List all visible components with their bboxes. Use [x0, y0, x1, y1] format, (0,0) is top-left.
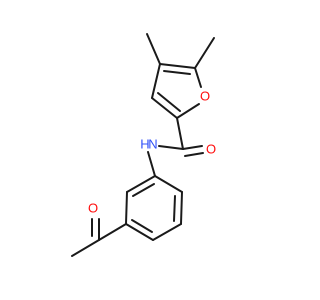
bond-c4-c5	[159, 63, 196, 69]
bond-ring-1-2	[154, 175, 183, 193]
atom-o-acetyl: O	[88, 201, 98, 216]
bond-c5-ofuran	[194, 67, 202, 88]
bond-cacetyl-methyl	[71, 239, 100, 257]
atom-h-amide: H	[140, 137, 149, 152]
bond-ofuran-c2	[176, 103, 200, 119]
bond-n-cphenyl	[147, 151, 156, 177]
bond-ring-5-6	[125, 191, 128, 225]
bond-ring-2-3-second	[173, 195, 176, 222]
atom-n-amide: N	[148, 137, 157, 152]
bonds	[71, 33, 215, 257]
bond-ring-4-5	[125, 223, 154, 241]
bond-camide-oamide-second	[184, 152, 204, 157]
bond-ring-2-3	[180, 191, 183, 225]
structure-drawing: O O N H O	[71, 33, 216, 257]
bond-c3-c2	[151, 97, 178, 119]
bond-ring-6-1-second	[132, 183, 155, 197]
bond-camide-n	[158, 145, 184, 150]
bond-camide-oamide	[182, 145, 203, 150]
bond-c2-camide	[176, 117, 184, 150]
atom-o-furan: O	[200, 89, 210, 104]
bond-c3-c2-second	[157, 92, 181, 112]
bond-c4-c3	[151, 63, 161, 99]
atom-o-amide: O	[206, 142, 216, 157]
bond-ring-4-5-second	[131, 219, 153, 233]
bond-c4-c5-second	[163, 70, 191, 75]
bond-methyl-c5	[194, 37, 215, 69]
atom-labels: O O N H O	[88, 89, 216, 216]
bond-ring-cacetyl	[98, 223, 127, 241]
bond-ring-3-4	[152, 223, 182, 241]
bond-ring-6-1	[126, 175, 156, 193]
bond-methyl-c4	[146, 33, 161, 65]
molecule-canvas: O O N H O	[71, 33, 217, 257]
